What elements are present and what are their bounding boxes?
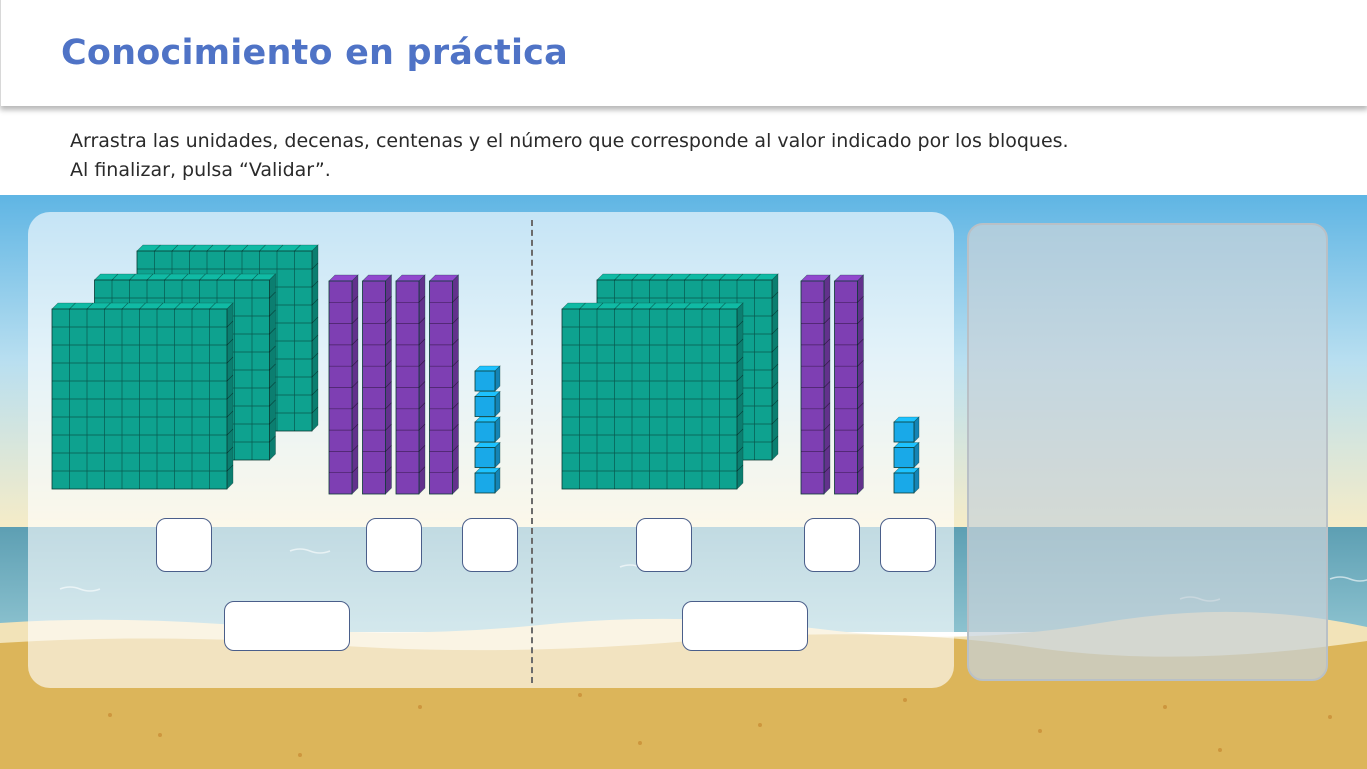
tens-slot-2[interactable] <box>804 518 860 572</box>
units-slot-2[interactable] <box>880 518 936 572</box>
number-slot-2[interactable] <box>682 601 808 651</box>
ten-block[interactable] <box>328 274 359 495</box>
units-slot-1[interactable] <box>462 518 518 572</box>
number-slot-1[interactable] <box>224 601 350 651</box>
hundred-block[interactable] <box>561 302 744 490</box>
ten-block[interactable] <box>800 274 831 495</box>
instructions: Arrastra las unidades, decenas, centenas… <box>70 127 1320 185</box>
unit-block[interactable] <box>474 441 501 469</box>
instruction-line-2: Al finalizar, pulsa “Validar”. <box>70 159 331 181</box>
ten-block[interactable] <box>361 274 393 495</box>
unit-block[interactable] <box>893 416 920 443</box>
hundred-block[interactable] <box>51 302 234 490</box>
unit-block[interactable] <box>893 441 920 469</box>
ten-block[interactable] <box>833 274 865 495</box>
ten-block[interactable] <box>395 274 426 495</box>
page-title: Conocimiento en práctica <box>61 33 568 73</box>
beach-scene <box>0 195 1367 769</box>
unit-block[interactable] <box>893 467 920 494</box>
unit-block[interactable] <box>474 467 501 494</box>
unit-block[interactable] <box>474 365 501 392</box>
unit-block[interactable] <box>474 416 501 443</box>
exercise-divider <box>531 220 533 683</box>
ten-block[interactable] <box>428 274 460 495</box>
base-ten-blocks <box>51 244 920 495</box>
tens-slot-1[interactable] <box>366 518 422 572</box>
answer-drop-zone[interactable] <box>967 223 1328 681</box>
hundreds-slot-2[interactable] <box>636 518 692 572</box>
unit-block[interactable] <box>474 390 501 418</box>
header: Conocimiento en práctica <box>0 0 1367 106</box>
hundreds-slot-1[interactable] <box>156 518 212 572</box>
instruction-line-1: Arrastra las unidades, decenas, centenas… <box>70 130 1069 152</box>
